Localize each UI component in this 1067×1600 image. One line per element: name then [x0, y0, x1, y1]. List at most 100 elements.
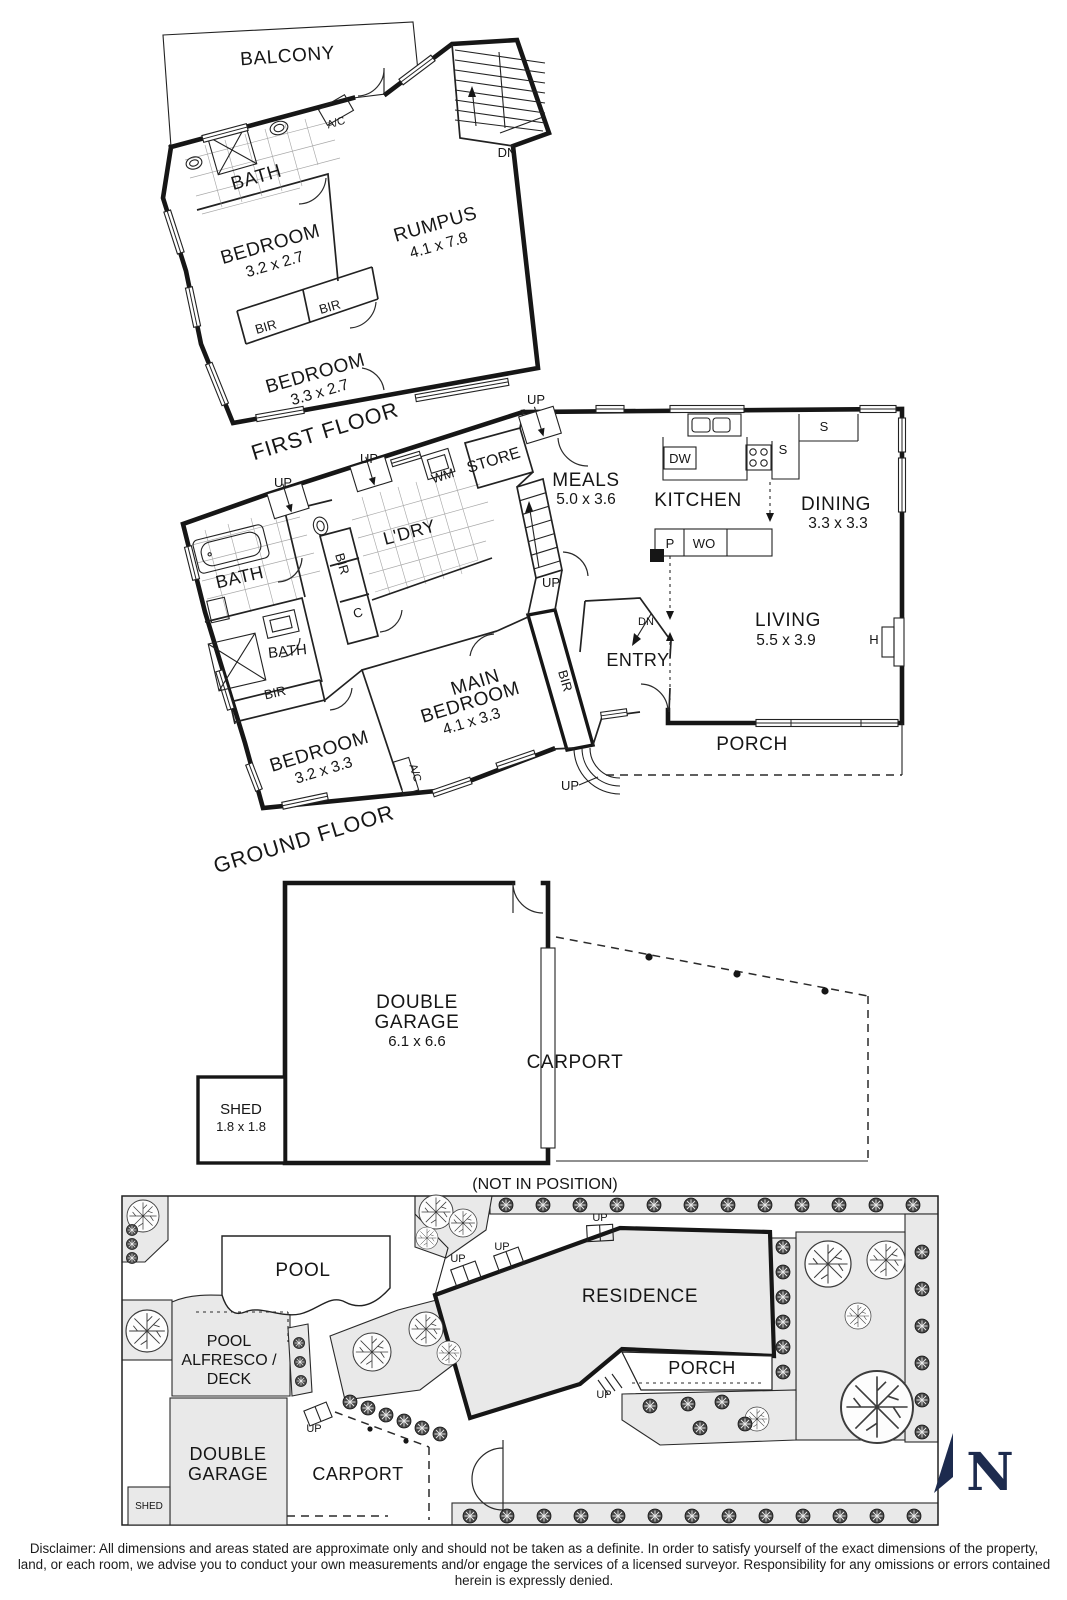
room-label-balcony: BALCONY — [239, 43, 335, 71]
site-label-alfresco3: DECK — [207, 1371, 252, 1388]
room-label-bath2: BATH — [267, 641, 307, 662]
stairs-first-floor — [454, 49, 546, 134]
label-up: UP — [360, 451, 378, 466]
not-in-position-note: (NOT IN POSITION) — [472, 1176, 617, 1193]
floor-title-ground: GROUND FLOOR — [211, 800, 397, 878]
ground-floor-door-arcs — [277, 437, 669, 711]
room-label-kitchen: KITCHEN — [654, 490, 742, 511]
heater — [881, 617, 905, 667]
label-up: UP — [561, 778, 579, 793]
garage-roller-door — [540, 947, 556, 1149]
site-label-up: UP — [450, 1253, 465, 1265]
shower — [207, 632, 267, 692]
room-dims-dining: 3.3 x 3.3 — [808, 515, 867, 532]
label-s: S — [779, 442, 788, 457]
room-label-store: STORE — [465, 445, 522, 477]
circulation-arrows — [632, 482, 774, 700]
curved-steps — [573, 747, 621, 795]
toilet-icon — [269, 120, 289, 136]
room-dims-living: 5.5 x 3.9 — [756, 632, 815, 649]
ac-unit — [317, 93, 355, 127]
site-label-up: UP — [596, 1389, 611, 1401]
disclaimer-text: Disclaimer: All dimensions and areas sta… — [17, 1541, 1051, 1589]
label-bir: BIR — [317, 296, 342, 316]
garage-label-line1: DOUBLE — [376, 992, 458, 1013]
label-h: H — [869, 632, 878, 647]
site-label-porch: PORCH — [668, 1358, 736, 1378]
site-label-alfresco1: POOL — [207, 1333, 252, 1350]
site-label-shed: SHED — [135, 1501, 163, 1512]
ac-unit — [392, 756, 420, 796]
label-dn: DN — [498, 145, 517, 160]
site-label-pool: POOL — [275, 1260, 330, 1281]
site-label-garage1: DOUBLE — [189, 1444, 266, 1464]
first-floor-interior-walls — [196, 43, 514, 345]
carport-posts — [645, 953, 829, 995]
driveway-gates — [471, 1440, 504, 1516]
label-bir: BIR — [332, 551, 352, 576]
label-bir: BIR — [263, 683, 287, 702]
room-dims-meals: 5.0 x 3.6 — [556, 491, 615, 508]
laundry-tiles — [191, 471, 495, 619]
site-label-up: UP — [494, 1241, 509, 1253]
residence-entry-steps — [450, 1223, 614, 1288]
washing-machine — [420, 447, 456, 481]
entry-step-blocks — [266, 405, 562, 520]
site-label-carport: CARPORT — [312, 1464, 403, 1484]
room-label-ac: A/C — [326, 115, 347, 132]
ground-floor-right-walls — [520, 406, 905, 726]
label-up: UP — [527, 392, 545, 407]
kitchen-fittings — [650, 413, 859, 562]
label-dw: DW — [669, 451, 691, 466]
site-label-alfresco2: ALFRESCO / — [181, 1352, 277, 1369]
ground-floor-windows — [183, 404, 907, 810]
ground-floor-plan: UP UP UP UP UP WM STORE L'DRY BIR C BATH… — [180, 392, 907, 878]
stairs-ground-floor — [519, 492, 561, 570]
label-c: C — [351, 604, 364, 621]
site-porch-steps — [597, 1373, 623, 1395]
residence-outline — [432, 1225, 777, 1421]
site-carport-dashed — [287, 1411, 430, 1520]
site-porch — [621, 1351, 773, 1391]
vanity — [206, 596, 230, 624]
site-label-garage2: GARAGE — [188, 1464, 268, 1484]
carport-label: CARPORT — [527, 1052, 624, 1073]
site-up-steps-carport — [303, 1401, 333, 1427]
label-bir: BIR — [555, 668, 575, 693]
label-up: UP — [274, 475, 292, 490]
site-label-up: UP — [592, 1212, 607, 1224]
post-dot — [367, 1426, 373, 1432]
shed-label: SHED — [220, 1101, 262, 1118]
shed-walls — [196, 1075, 287, 1165]
vanity — [262, 609, 300, 639]
bathtub — [192, 524, 270, 574]
room-label-bath: BATH — [214, 562, 266, 592]
garage-door-arc — [512, 882, 544, 914]
site-shed — [127, 1486, 171, 1526]
island-post — [650, 549, 664, 562]
room-label-meals: MEALS — [552, 470, 619, 491]
garden-bed-below-porch — [621, 1389, 797, 1446]
first-floor-plan: BALCONY A/C BATH BEDROOM 3.2 x 2.7 RUMPU… — [160, 21, 552, 465]
label-wm: WM — [429, 465, 455, 486]
shed-dims: 1.8 x 1.8 — [216, 1119, 266, 1134]
room-label-laundry: L'DRY — [381, 516, 438, 549]
site-label-up: UP — [306, 1423, 321, 1435]
post-dot — [403, 1438, 409, 1444]
carport-dashed-edge — [555, 936, 869, 1160]
site-label-residence: RESIDENCE — [582, 1286, 698, 1307]
first-floor-door-arcs — [298, 67, 385, 391]
pool-outline — [221, 1235, 391, 1316]
toilet-icon — [312, 516, 329, 536]
room-label-porch: PORCH — [716, 734, 788, 755]
label-s: S — [820, 419, 829, 434]
garage-dims: 6.1 x 6.6 — [388, 1033, 446, 1050]
first-floor-windows — [163, 54, 510, 423]
garage-walls — [282, 880, 551, 1166]
garage-block: DOUBLE GARAGE 6.1 x 6.6 SHED 1.8 x 1.8 C… — [196, 880, 869, 1193]
site-plan: POOL POOL ALFRESCO / DECK DOUBLE GARAGE … — [121, 1194, 939, 1526]
site-boundary — [121, 1195, 939, 1526]
site-garage — [169, 1397, 288, 1526]
label-dn: DN — [638, 616, 654, 628]
